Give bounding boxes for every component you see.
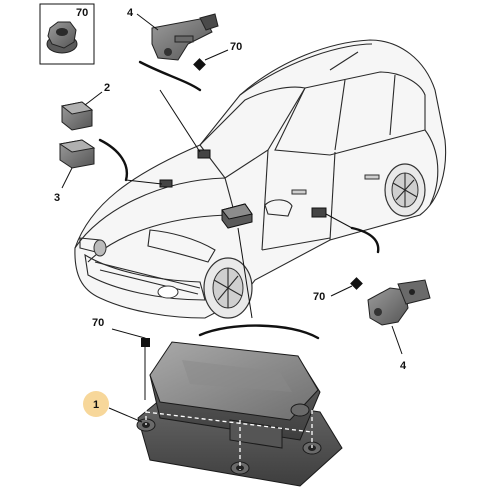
airbag-ecu xyxy=(136,341,343,487)
leader-top-sensor-to-car xyxy=(159,89,201,153)
connector-upper xyxy=(60,101,94,131)
flange-nut-icon xyxy=(46,21,78,54)
callout-connector-upper: 2 xyxy=(104,82,110,94)
callout-bolt-top: 70 xyxy=(230,41,242,53)
bolt-right-icon xyxy=(350,277,363,290)
leader-bolt-ecu xyxy=(111,328,146,400)
connector-lower xyxy=(58,139,96,169)
link-arc-right-sensor xyxy=(350,226,380,254)
callout-sensor-right: 4 xyxy=(400,360,407,372)
link-arc-connectors xyxy=(98,138,129,182)
leader-ecu-to-car xyxy=(237,227,253,319)
link-arc-ecu xyxy=(198,324,320,340)
leader-ecu xyxy=(108,407,143,423)
impact-sensor-top xyxy=(151,13,219,61)
callout-connector-lower: 3 xyxy=(54,192,60,204)
mount-point-a-pillar xyxy=(197,149,211,159)
link-arc-top-sensor xyxy=(138,60,202,92)
nut-inset: 70 xyxy=(39,3,95,65)
leader-connector-lower xyxy=(61,167,73,189)
leader-sensor-top xyxy=(136,13,159,31)
callout-nut: 70 xyxy=(76,7,88,19)
leader-bolt-right xyxy=(330,285,353,297)
callout-bolt-ecu: 70 xyxy=(92,317,104,329)
callout-ecu: 1 xyxy=(93,399,99,411)
mount-point-tunnel xyxy=(221,203,253,229)
callout-bolt-right: 70 xyxy=(313,291,325,303)
leader-connector-upper xyxy=(84,91,103,106)
callout-sensor-top: 4 xyxy=(127,7,134,19)
bolt-top-icon xyxy=(193,58,206,71)
leader-connectors-to-car xyxy=(125,179,163,185)
car-body xyxy=(74,39,447,319)
leader-bolt-top xyxy=(204,49,229,61)
leader-sensor-right xyxy=(391,325,403,355)
leader-right-sensor-to-car xyxy=(325,213,353,229)
mount-point-door xyxy=(311,207,327,218)
impact-sensor-right xyxy=(367,279,431,326)
ecu-callout-badge: 1 xyxy=(83,391,109,417)
